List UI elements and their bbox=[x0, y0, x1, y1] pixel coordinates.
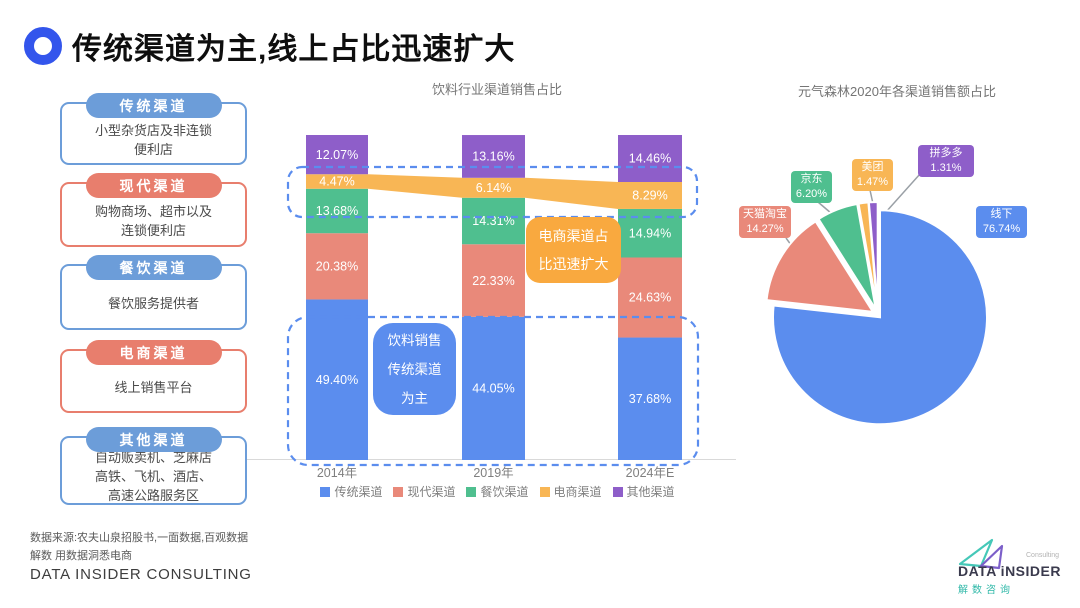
bar-segment-其他渠道 bbox=[618, 135, 682, 182]
bar-segment-电商渠道 bbox=[618, 181, 682, 209]
bar-segment-电商渠道 bbox=[462, 177, 525, 198]
pie-slice-拼多多 bbox=[867, 201, 879, 310]
pie-label-线下: 线下 76.74% bbox=[976, 206, 1027, 238]
bar-segment-value: 6.14% bbox=[476, 181, 511, 195]
bar-segment-现代渠道 bbox=[306, 233, 368, 300]
x-axis-tick-label: 2024年E bbox=[626, 466, 675, 480]
bar-segment-传统渠道 bbox=[618, 337, 682, 460]
pie-slice-京东 bbox=[817, 202, 877, 310]
bar-chart-legend: 传统渠道 现代渠道 餐饮渠道 电商渠道 其他渠道 bbox=[255, 483, 740, 500]
x-axis-tick-label: 2019年 bbox=[473, 466, 513, 480]
annotation-traditional-callout: 饮料销售 传统渠道 为主 bbox=[373, 323, 456, 415]
legend-label: 现代渠道 bbox=[407, 485, 456, 499]
legend-swatch-icon bbox=[320, 486, 331, 497]
legend-label: 传统渠道 bbox=[334, 485, 383, 499]
bar-segment-value: 44.05% bbox=[472, 382, 514, 396]
bowtie-logo-icon bbox=[958, 538, 1004, 570]
channel-card-4: 线上销售平台电商渠道 bbox=[60, 340, 247, 413]
bar-segment-value: 13.16% bbox=[472, 150, 514, 164]
channel-card-5: 自动贩卖机、芝麻店 高铁、飞机、酒店、 高速公路服务区其他渠道 bbox=[60, 427, 247, 505]
bar-segment-传统渠道 bbox=[462, 316, 525, 460]
legend-item-电商渠道: 电商渠道 bbox=[539, 483, 602, 500]
pie-label-天猫淘宝: 天猫淘宝 14.27% bbox=[739, 206, 791, 238]
bar-segment-value: 12.07% bbox=[316, 148, 358, 162]
pie-label-美团: 美团 1.47% bbox=[852, 159, 893, 191]
channel-card-1: 小型杂货店及非连锁 便利店传统渠道 bbox=[60, 93, 247, 165]
dashed-frame-ecommerce bbox=[286, 165, 699, 219]
legend-item-其他渠道: 其他渠道 bbox=[612, 483, 675, 500]
bar-segment-现代渠道 bbox=[618, 257, 682, 338]
bar-segment-value: 8.29% bbox=[632, 189, 667, 203]
page-title: 传统渠道为主,线上占比迅速扩大 bbox=[72, 33, 516, 66]
pie-label-京东: 京东 6.20% bbox=[791, 171, 832, 203]
data-insider-logo: Consulting DATA iNSIDER 解数咨询 bbox=[950, 530, 1070, 602]
pie-slice-线下 bbox=[772, 209, 988, 426]
bar-segment-value: 13.68% bbox=[316, 204, 358, 218]
legend-item-餐饮渠道: 餐饮渠道 bbox=[466, 483, 529, 500]
legend-item-传统渠道: 传统渠道 bbox=[320, 483, 382, 500]
channel-pill-label: 电商渠道 bbox=[85, 340, 222, 365]
ecommerce-ribbon bbox=[525, 177, 618, 209]
brand-tagline: 解数 用数据洞悉电商 bbox=[30, 550, 133, 562]
channel-card-2: 购物商场、超市以及 连锁便利店现代渠道 bbox=[60, 173, 247, 247]
bar-segment-value: 37.68% bbox=[629, 392, 671, 406]
channel-card-3: 餐饮服务提供者餐饮渠道 bbox=[60, 255, 247, 330]
channel-pill-label: 餐饮渠道 bbox=[85, 255, 222, 280]
company-name: DATA INSIDER CONSULTING bbox=[30, 566, 252, 583]
logo-consulting-label: Consulting bbox=[1026, 552, 1060, 559]
bar-segment-value: 14.46% bbox=[629, 152, 671, 166]
data-source-note: 数据来源:农夫山泉招股书,一面数据,百观数据 bbox=[30, 532, 249, 544]
bullet-ring-icon bbox=[24, 27, 62, 65]
bar-segment-餐饮渠道 bbox=[306, 188, 368, 234]
bar-segment-value: 4.47% bbox=[319, 175, 354, 189]
bar-segment-电商渠道 bbox=[306, 174, 368, 189]
pie-slice-天猫淘宝 bbox=[765, 220, 875, 314]
legend-label: 电商渠道 bbox=[553, 485, 602, 499]
dashed-frame-traditional bbox=[286, 315, 700, 467]
logo-chinese-label: 解数咨询 bbox=[958, 585, 1014, 596]
legend-label: 其他渠道 bbox=[626, 485, 675, 499]
channel-pill-label: 现代渠道 bbox=[85, 173, 222, 198]
bar-segment-value: 24.63% bbox=[629, 291, 671, 305]
bar-chart-title: 饮料行业渠道销售占比 bbox=[431, 82, 562, 97]
legend-swatch-icon bbox=[393, 486, 404, 497]
channel-pill-label: 其他渠道 bbox=[85, 427, 222, 452]
logo-brand-label: DATA iNSIDER bbox=[958, 563, 1061, 579]
annotation-ecommerce-callout: 电商渠道占 比迅速扩大 bbox=[526, 217, 621, 283]
legend-swatch-icon bbox=[612, 486, 623, 497]
pie-chart-title: 元气森林2020年各渠道销售额占比 bbox=[798, 84, 996, 99]
legend-label: 餐饮渠道 bbox=[480, 485, 529, 499]
bar-segment-其他渠道 bbox=[462, 135, 525, 178]
pie-label-拼多多: 拼多多 1.31% bbox=[918, 145, 974, 177]
legend-swatch-icon bbox=[466, 486, 477, 497]
channel-pill-label: 传统渠道 bbox=[85, 93, 222, 118]
bar-segment-value: 20.38% bbox=[316, 260, 358, 274]
bar-segment-value: 14.94% bbox=[629, 226, 671, 240]
pie-leader-line bbox=[885, 173, 921, 213]
legend-swatch-icon bbox=[539, 486, 550, 497]
ecommerce-ribbon bbox=[368, 174, 462, 198]
bar-segment-value: 49.40% bbox=[316, 373, 358, 387]
bar-segment-餐饮渠道 bbox=[462, 197, 525, 245]
x-axis-tick-label: 2014年 bbox=[317, 466, 357, 480]
legend-item-现代渠道: 现代渠道 bbox=[393, 483, 455, 500]
bar-segment-现代渠道 bbox=[462, 244, 525, 317]
bar-segment-value: 22.33% bbox=[472, 274, 514, 288]
bar-segment-传统渠道 bbox=[306, 299, 368, 460]
